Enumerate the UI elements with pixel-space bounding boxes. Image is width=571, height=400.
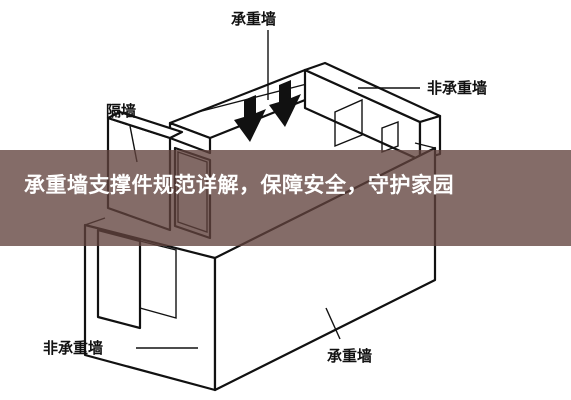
load-arrows (234, 80, 301, 142)
back-right-wall (303, 61, 442, 162)
bottom-load-bearing-wall-label: 承重墙 (327, 347, 372, 365)
banner-title: 承重墙支撑件规范详解，保障安全，守护家园 (24, 173, 454, 197)
partition-wall-label: 隔墙 (106, 102, 136, 120)
top-load-bearing-wall-label: 承重墙 (231, 10, 276, 28)
left-load-arrow (234, 95, 266, 142)
right-load-arrow (269, 80, 301, 127)
title-banner: 承重墙支撑件规范详解，保障安全，守护家园 (0, 150, 571, 246)
right-non-load-bearing-wall-label: 非承重墙 (427, 79, 487, 97)
left-non-load-bearing-wall-label: 非承重墙 (43, 339, 103, 357)
